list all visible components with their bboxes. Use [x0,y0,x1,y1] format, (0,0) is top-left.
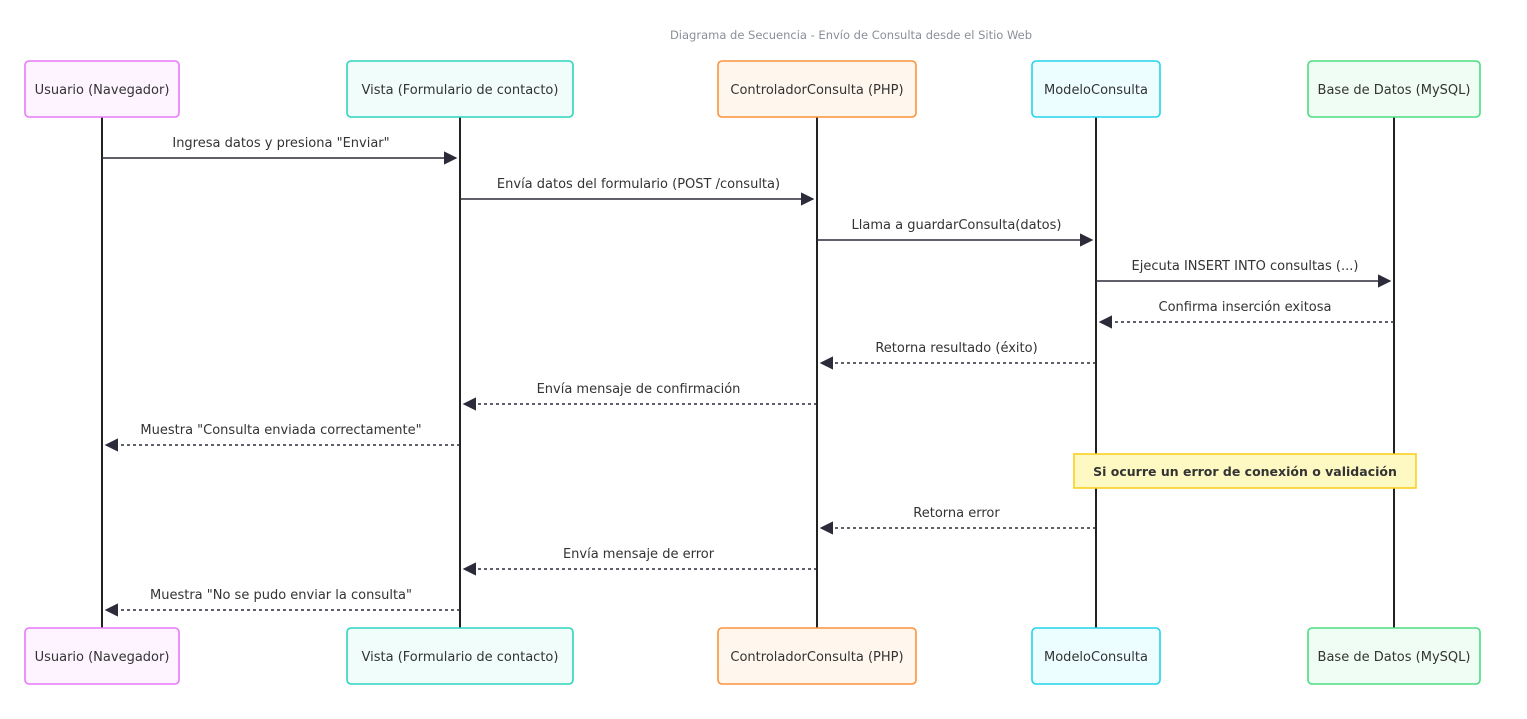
message-1: Ingresa datos y presiona "Enviar" [102,136,458,165]
lifelines [101,117,1395,628]
participant-label: ControladorConsulta (PHP) [730,83,903,98]
participant-db-top: Base de Datos (MySQL) [1307,60,1481,118]
message-4: Ejecuta INSERT INTO consultas (...) [1096,259,1392,288]
participant-label: ModeloConsulta [1044,650,1148,665]
message-9: Retorna error [819,506,1096,535]
message-11: Muestra "No se pudo enviar la consulta" [104,588,460,617]
participant-label: Usuario (Navegador) [35,650,170,665]
participant-box [1031,60,1161,118]
participant-view-top: Vista (Formulario de contacto) [346,60,574,118]
participant-label: Base de Datos (MySQL) [1318,83,1471,98]
message-5: Confirma inserción exitosa [1098,300,1394,329]
participant-box [346,60,574,118]
participant-ctrl-top: ControladorConsulta (PHP) [717,60,917,118]
message-label: Ejecuta INSERT INTO consultas (...) [1132,259,1359,274]
note-label: Si ocurre un error de conexión o validac… [1093,464,1397,479]
message-8: Muestra "Consulta enviada correctamente" [104,423,460,452]
message-label: Ingresa datos y presiona "Enviar" [172,136,389,151]
message-label: Retorna resultado (éxito) [875,341,1037,356]
participant-label: Vista (Formulario de contacto) [362,83,559,98]
participant-user-bottom: Usuario (Navegador) [24,627,180,685]
participant-box [24,627,180,685]
participant-label: Vista (Formulario de contacto) [362,650,559,665]
messages: Ingresa datos y presiona "Enviar" Envía d… [102,136,1394,617]
participant-db-bottom: Base de Datos (MySQL) [1307,627,1481,685]
note-layer: Si ocurre un error de conexión o validac… [1073,453,1417,489]
participant-box [1031,627,1161,685]
participant-model-bottom: ModeloConsulta [1031,627,1161,685]
note-box [1073,453,1417,489]
participant-view-bottom: Vista (Formulario de contacto) [346,627,574,685]
message-label: Llama a guardarConsulta(datos) [852,218,1062,233]
note-error-condition: Si ocurre un error de conexión o validac… [1073,453,1417,489]
message-3: Llama a guardarConsulta(datos) [817,218,1094,247]
message-6: Retorna resultado (éxito) [819,341,1096,370]
participant-box [717,60,917,118]
message-label: Envía datos del formulario (POST /consul… [497,177,780,192]
participant-box [1307,627,1481,685]
participant-user-top: Usuario (Navegador) [24,60,180,118]
message-7: Envía mensaje de confirmación [462,382,817,411]
participant-model-top: ModeloConsulta [1031,60,1161,118]
actors-top: Usuario (Navegador) Vista (Formulario de … [24,60,1481,118]
diagram-title: Diagrama de Secuencia - Envío de Consult… [670,28,1032,42]
participant-ctrl-bottom: ControladorConsulta (PHP) [717,627,917,685]
message-label: Confirma inserción exitosa [1159,300,1332,315]
message-2: Envía datos del formulario (POST /consul… [460,177,815,206]
participant-box [346,627,574,685]
message-label: Muestra "No se pudo enviar la consulta" [150,588,412,603]
participant-label: ModeloConsulta [1044,83,1148,98]
message-label: Envía mensaje de confirmación [537,382,741,397]
actors-bottom: Usuario (Navegador) Vista (Formulario de … [24,627,1481,685]
message-10: Envía mensaje de error [462,547,817,576]
message-label: Envía mensaje de error [563,547,715,562]
message-label: Retorna error [913,506,1000,521]
participant-label: ControladorConsulta (PHP) [730,650,903,665]
message-label: Muestra "Consulta enviada correctamente" [140,423,421,438]
participant-box [24,60,180,118]
participant-box [717,627,917,685]
participant-label: Usuario (Navegador) [35,83,170,98]
participant-box [1307,60,1481,118]
participant-label: Base de Datos (MySQL) [1318,650,1471,665]
